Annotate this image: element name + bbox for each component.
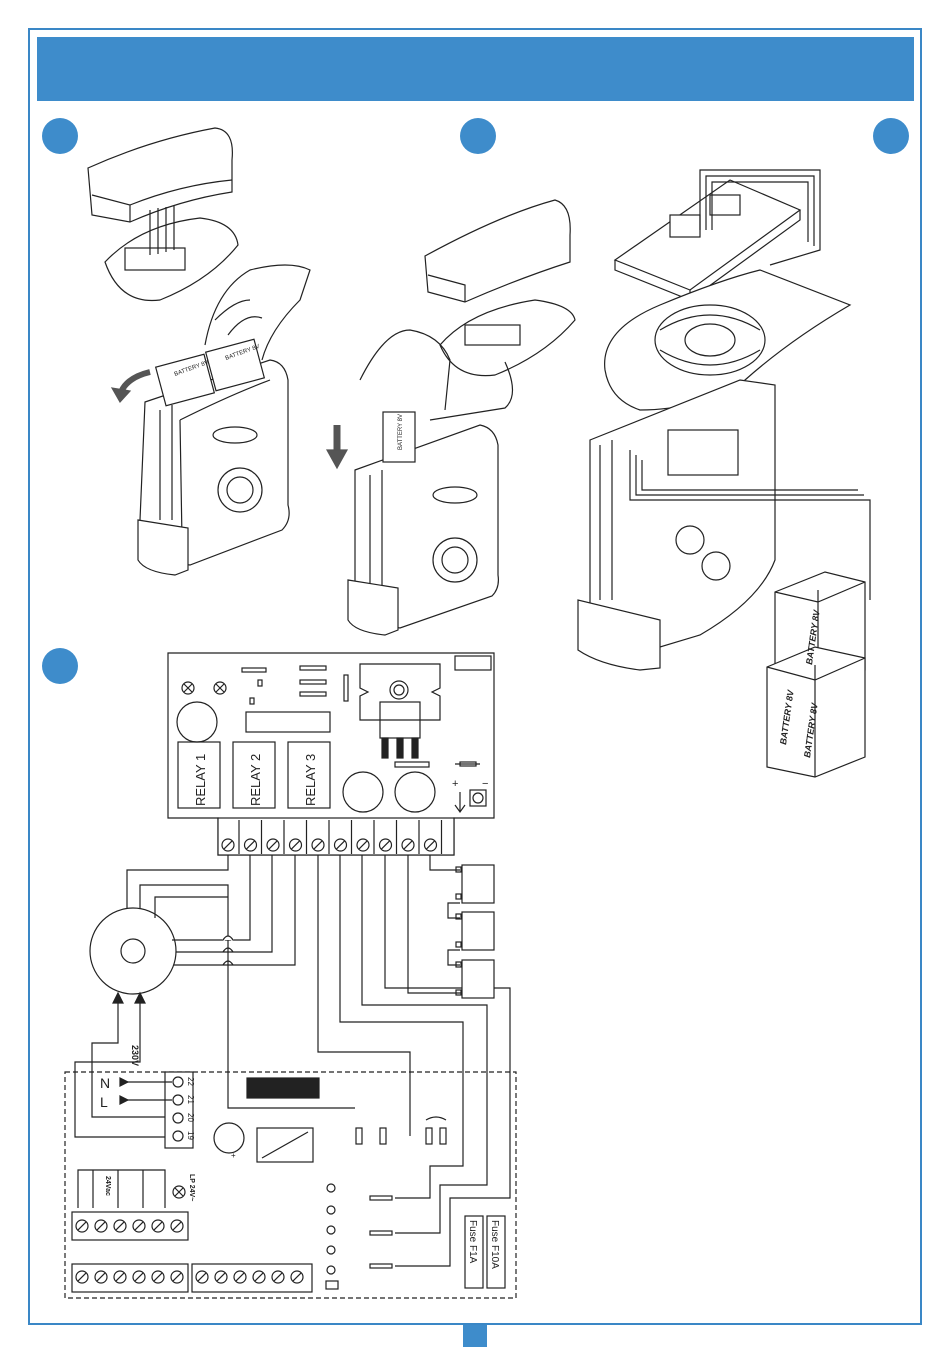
illustration-step-2 <box>327 200 575 635</box>
illustration-step-1 <box>88 128 310 575</box>
terminal-number: 19 <box>186 1131 195 1140</box>
transformer <box>90 908 176 994</box>
battery-label-small-3: BATTERY 8V <box>398 414 404 450</box>
voltage-230-label: 230V <box>130 1045 140 1066</box>
lamp-label: LP 24V~ <box>188 1174 195 1201</box>
fuse-f10a-label: Fuse F10A <box>489 1220 500 1269</box>
indicator-column <box>326 1184 338 1289</box>
relay-2-label: RELAY 2 <box>248 754 263 806</box>
relay-1-label: RELAY 1 <box>193 754 208 806</box>
relay-3-label: RELAY 3 <box>303 754 318 806</box>
minus-sign: − <box>482 778 488 790</box>
battery-pack-diagram <box>448 865 494 998</box>
supply-n-label: N <box>100 1075 110 1091</box>
terminal-number: 20 <box>186 1113 195 1122</box>
vac-label: 24Vac <box>104 1176 111 1196</box>
buzzer-plus-sign: + <box>231 1151 236 1160</box>
terminal-number: 21 <box>186 1095 195 1104</box>
illustration-step-3 <box>578 170 870 777</box>
fuse-f1a-label: Fuse F1A <box>467 1220 478 1264</box>
terminal-number: 22 <box>186 1077 195 1086</box>
plus-sign: + <box>452 778 458 790</box>
supply-l-label: L <box>100 1094 108 1110</box>
terminal-strip <box>218 818 454 855</box>
